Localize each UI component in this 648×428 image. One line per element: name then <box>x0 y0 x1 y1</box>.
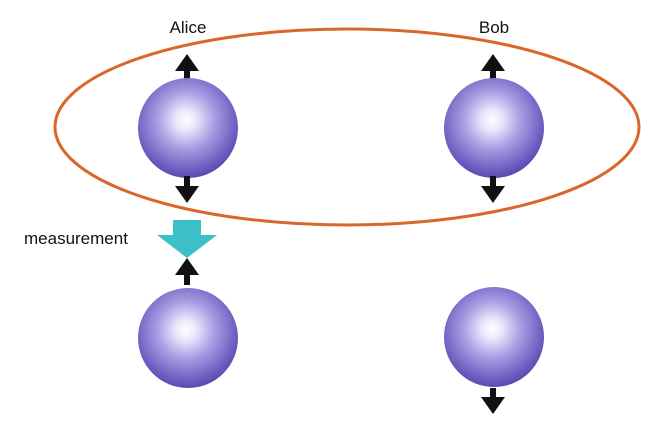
alice-bottom-sphere-icon <box>138 288 238 388</box>
bob-bottom-sphere-icon <box>444 287 544 387</box>
alice-entangled-particle <box>138 54 238 203</box>
bob-measured-particle <box>444 287 544 414</box>
alice-label: Alice <box>170 18 207 37</box>
bob-label: Bob <box>479 18 509 37</box>
measurement-down-arrow-icon <box>157 220 217 258</box>
bob-top-sphere-icon <box>444 78 544 178</box>
spin-down-arrow-icon <box>175 176 199 203</box>
spin-up-arrow-icon <box>175 258 199 285</box>
bob-entangled-particle <box>444 54 544 203</box>
measurement-label: measurement <box>24 229 128 248</box>
spin-up-arrow-icon <box>481 54 505 82</box>
alice-top-sphere-icon <box>138 78 238 178</box>
alice-measured-particle <box>138 258 238 388</box>
entanglement-ellipse <box>53 27 641 227</box>
spin-down-arrow-icon <box>481 388 505 414</box>
spin-down-arrow-icon <box>481 176 505 203</box>
spin-up-arrow-icon <box>175 54 199 82</box>
